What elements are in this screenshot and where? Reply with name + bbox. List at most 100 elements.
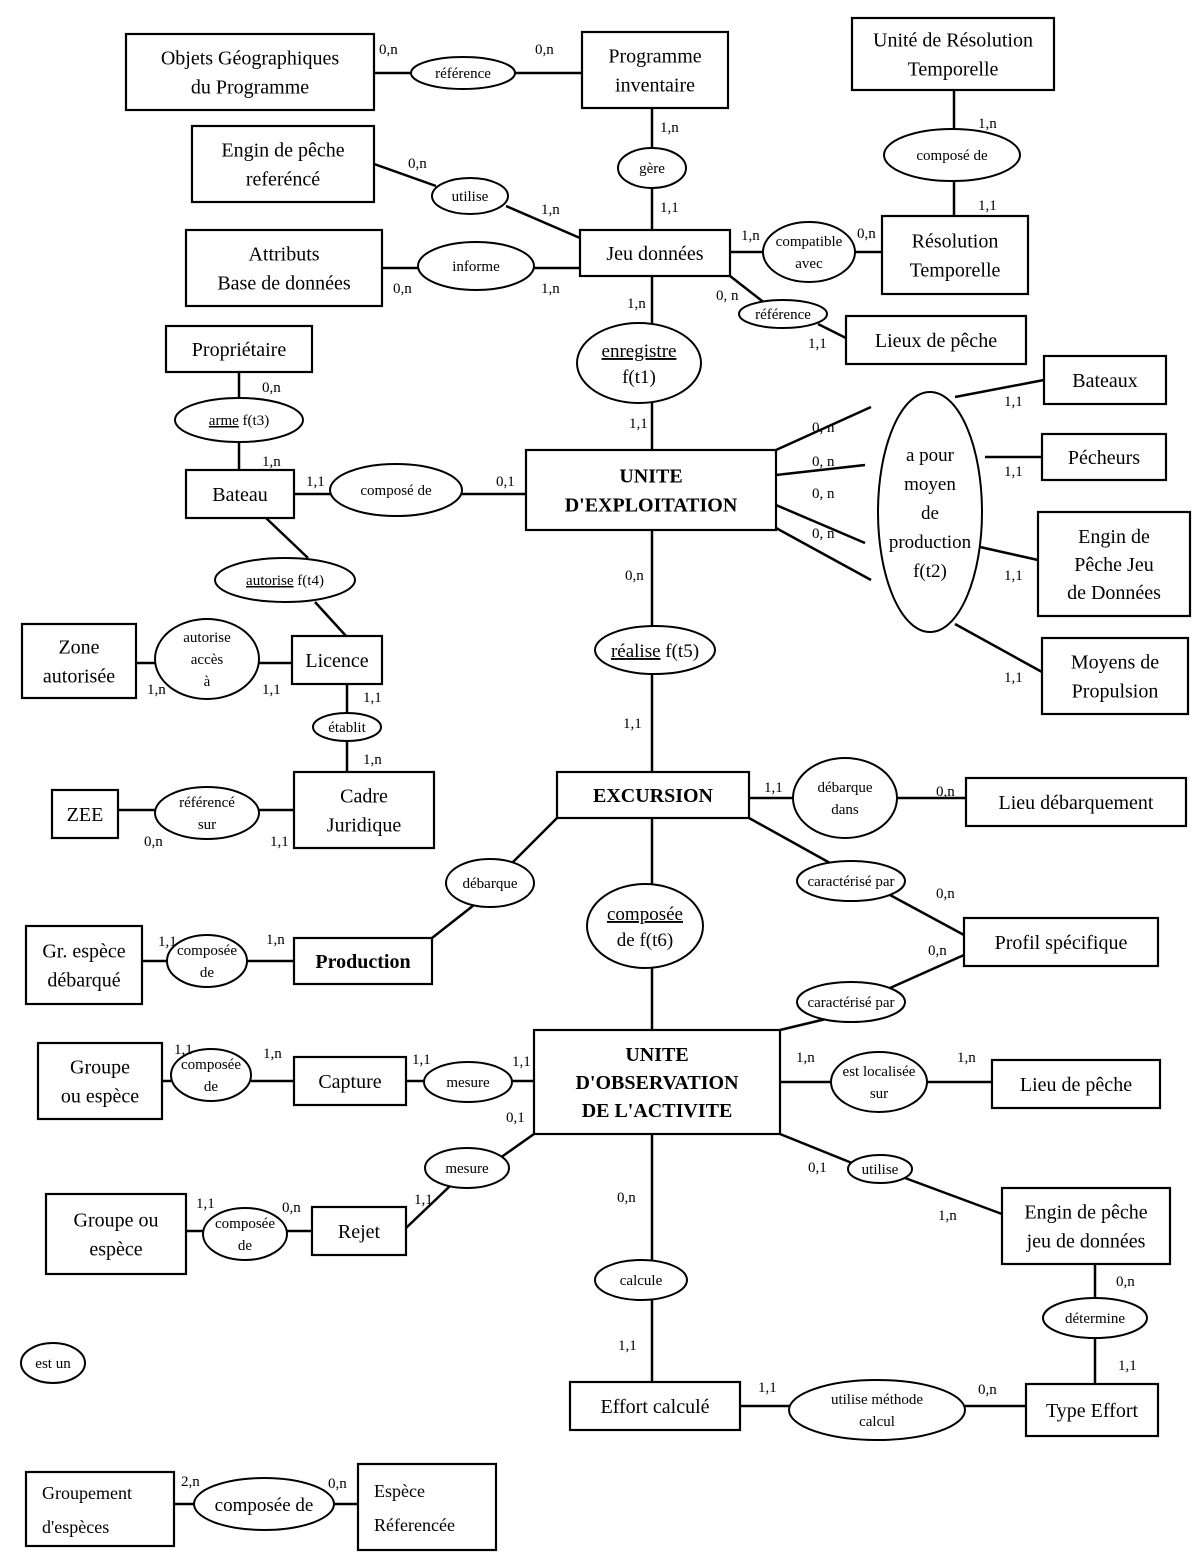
relation-arme[interactable]: arme f(t3) (174, 397, 304, 443)
entity-lieu-deb[interactable]: Lieu débarquement (964, 776, 1188, 828)
relation-ellipse (312, 712, 382, 742)
relation-label: composée (177, 943, 237, 959)
cardinality-label: 0,n (408, 156, 427, 172)
entity-label: Effort calculé (600, 1396, 709, 1418)
relation-gere[interactable]: gère (617, 147, 687, 189)
relation-calcule[interactable]: calcule (594, 1259, 688, 1301)
relation-label: sur (198, 817, 216, 833)
cardinality-label: 1,1 (660, 200, 679, 216)
connector-line (889, 953, 965, 990)
entity-capture[interactable]: Capture (292, 1055, 408, 1107)
relation-ellipse (329, 463, 463, 517)
relation-compose-bat[interactable]: composé de (329, 463, 463, 517)
cardinality-label: 1,n (741, 228, 760, 244)
entity-bateaux[interactable]: Bateaux (1042, 354, 1168, 406)
relation-ellipse (154, 786, 260, 840)
entity-profil[interactable]: Profil spécifique (962, 916, 1160, 968)
relation-caract2[interactable]: caractérisé par (796, 981, 906, 1023)
entity-proprietaire[interactable]: Propriétaire (164, 324, 314, 374)
relation-mesure1[interactable]: mesure (423, 1061, 513, 1103)
entity-type-effort[interactable]: Type Effort (1024, 1382, 1160, 1438)
entity-box (50, 788, 120, 840)
relation-caract1[interactable]: caractérisé par (796, 860, 906, 902)
relation-realise[interactable]: réalise f(t5) (594, 625, 716, 675)
entity-licence[interactable]: Licence (290, 634, 384, 686)
relation-reference1[interactable]: référence (410, 56, 516, 90)
relation-label: de (238, 1238, 253, 1254)
entity-label: Bateaux (1072, 370, 1138, 392)
connector-line (505, 204, 581, 240)
entity-lieux-peche[interactable]: Lieux de pêche (844, 314, 1028, 366)
relation-debarque[interactable]: débarque (445, 858, 535, 908)
entity-label: autorisée (43, 666, 115, 688)
relation-utilise2[interactable]: utilise (847, 1154, 913, 1184)
entity-pecheurs[interactable]: Pécheurs (1040, 432, 1168, 482)
entity-box (356, 1462, 498, 1552)
entity-rejet[interactable]: Rejet (310, 1205, 408, 1257)
entity-box (1036, 510, 1192, 618)
relation-reference2[interactable]: référence (738, 299, 828, 329)
entity-bateau[interactable]: Bateau (184, 468, 296, 520)
relation-label: dans (831, 802, 859, 818)
relation-etablit[interactable]: établit (312, 712, 382, 742)
relation-label: est un (35, 1356, 71, 1372)
relation-mesure2[interactable]: mesure (424, 1147, 510, 1189)
relation-utilise1[interactable]: utilise (431, 177, 509, 215)
relation-label: calcule (620, 1273, 663, 1289)
relation-ellipse (762, 221, 856, 283)
relation-informe[interactable]: informe (417, 241, 535, 291)
relation-est-un[interactable]: est un (20, 1342, 86, 1384)
entity-effort[interactable]: Effort calculé (568, 1380, 742, 1432)
relation-compose-res[interactable]: composé de (883, 128, 1021, 182)
entity-production[interactable]: Production (292, 936, 434, 986)
entity-lieu-de-peche[interactable]: Lieu de pêche (990, 1058, 1162, 1110)
relation-ellipse (738, 299, 828, 329)
relation-autorise[interactable]: autorise f(t4) (214, 557, 356, 603)
cardinality-label: 0, n (716, 288, 739, 304)
connector-line (775, 526, 872, 582)
entity-zee[interactable]: ZEE (50, 788, 120, 840)
entity-label: D'OBSERVATION (575, 1072, 739, 1094)
cardinality-label: 2,n (181, 1474, 200, 1490)
relation-composee-grp[interactable]: composée de (193, 1477, 335, 1531)
cardinality-label: 0,n (928, 943, 947, 959)
cardinality-label: 0,n (936, 886, 955, 902)
entity-label: Groupe ou (74, 1210, 159, 1232)
entity-excursion[interactable]: EXCURSION (555, 770, 751, 820)
entity-box (292, 770, 436, 850)
entity-jeu-donnees[interactable]: Jeu données (578, 228, 732, 278)
entity-label: Groupement (42, 1483, 132, 1503)
relation-determine[interactable]: détermine (1042, 1297, 1148, 1339)
cardinality-label: 1,n (978, 116, 997, 132)
